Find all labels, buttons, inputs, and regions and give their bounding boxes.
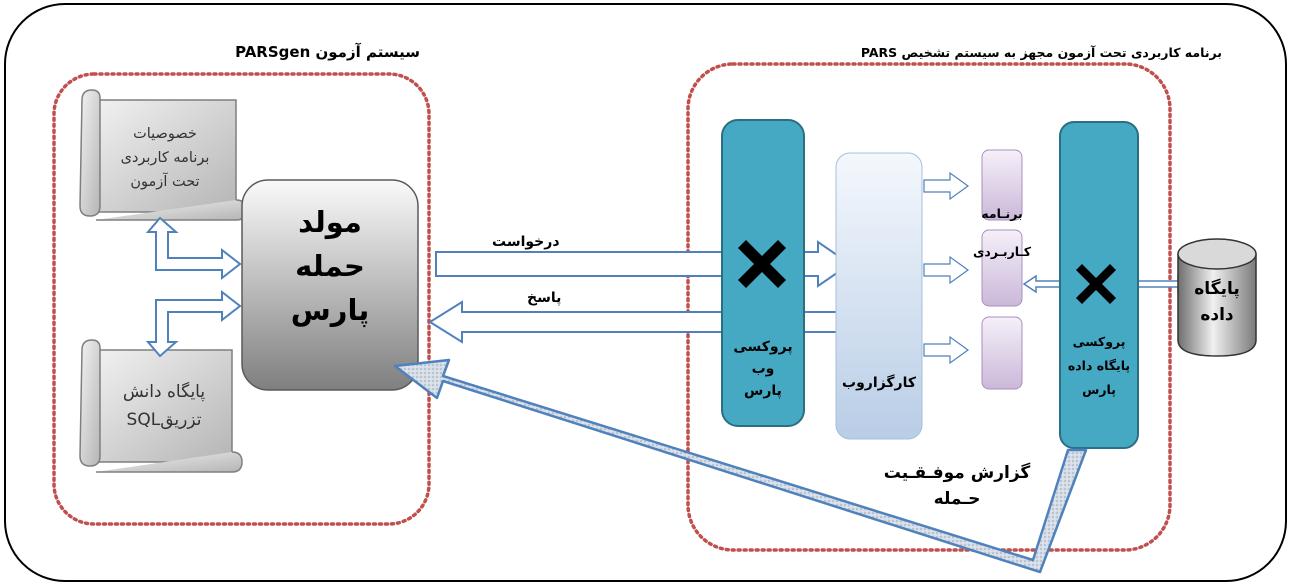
app-box-3 [981,316,1023,390]
web-server-label: کارگزاروب [842,375,916,391]
scroll-top-line-3: تحت آزمون [130,174,200,190]
left-panel-title: سیستم آزمون PARSgen [235,43,420,61]
server-arrow-1 [923,171,970,201]
scroll-top-text: خصوصیات برنامه کاربردی تحت آزمون [100,122,230,194]
server-arrow-3 [923,335,970,365]
scroll-top-shape [79,89,247,221]
scroll-bottom-line-2: تزریقSQL [126,410,202,430]
db-proxy-line-3: پارس [1082,382,1116,397]
database-label: پایگاه داده [1178,276,1256,328]
report-label: گزارش موفـقـیت حـمله [872,460,1042,512]
web-proxy-label: پروکسی وب پارس [722,336,804,402]
arrow-scroll-bottom [145,289,242,358]
app-box-2 [981,229,1023,307]
scroll-top-line-1: خصوصیات [133,126,197,142]
app-box-1 [981,149,1023,221]
report-arrow [393,358,1088,574]
request-label: درخواست [492,234,560,250]
db-proxy-line-2: پایگاه داده [1067,358,1131,373]
database-cylinder [1177,238,1257,357]
database-line-2: داده [1200,305,1234,325]
block-x-db [1076,264,1116,304]
scroll-bottom-text: پایگاه دانش تزریقSQL [100,378,228,434]
scroll-top-line-2: برنامه کاربردی [120,150,210,166]
generator-box [241,179,419,391]
generator-line-1: مولد [298,205,362,239]
web-proxy-line-1: پروکسی [733,339,793,355]
db-proxy-label: پروکسی پایگاه داده پارس [1060,330,1138,402]
app-label-line-2: کـاربـردی [972,244,1032,259]
generator-label: مولد حمله پارس [242,200,418,332]
database-line-1: پایگاه [1194,279,1240,299]
block-x-web [738,240,786,288]
web-server-box [835,152,923,440]
generator-line-2: حمله [295,249,365,283]
web-proxy-line-2: وب [751,361,775,377]
report-line-2: حـمله [933,489,981,509]
report-line-1: گزارش موفـقـیت [883,463,1031,483]
scroll-bottom-shape [79,339,243,473]
right-region-border [686,62,1172,552]
scroll-bottom-line-1: پایگاه دانش [122,382,206,402]
outer-frame [4,3,1287,582]
left-region-border [52,72,431,526]
generator-line-3: پارس [290,293,370,327]
arrow-scroll-top [145,216,242,281]
app-label-line-1: برنـامه [981,206,1023,221]
db-proxy-line-1: پروکسی [1072,334,1126,349]
right-panel-title: برنامه کاربردی تحت آزمون مجهز به سیستم ت… [860,45,1222,60]
web-proxy-line-3: پارس [744,383,782,399]
server-arrow-2 [923,255,970,285]
response-label: پاسخ [527,290,562,306]
